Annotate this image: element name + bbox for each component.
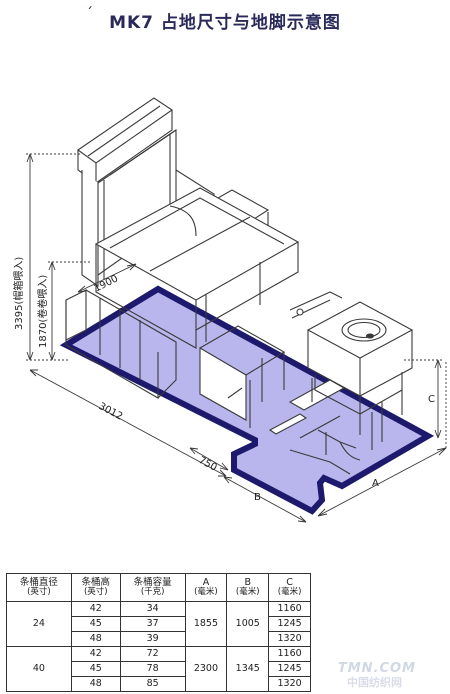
header-b: B(毫米): [226, 573, 270, 602]
dim-roll-height-label: 1870(卷卷喂入): [36, 275, 49, 348]
watermark-cn: 中国纺织网: [347, 676, 402, 689]
cell-height: 42: [70, 646, 121, 662]
cell-height: 48: [70, 676, 121, 692]
table-row: 24 42 34 1855 1005 1160: [6, 601, 311, 647]
cell-capacity: 34: [119, 601, 186, 617]
header-a: A(毫米): [184, 573, 228, 602]
machine-diagram: 3395(帽箱喂入) 1870(卷卷喂入) 1900 3012 750 B A …: [12, 97, 447, 523]
header-can-height: 条桶高(英寸): [70, 573, 121, 602]
cell-capacity: 39: [119, 631, 186, 647]
dim-length-label: 3012: [97, 401, 125, 423]
cell-c: 1160: [268, 646, 311, 662]
cell-a: 2300: [184, 646, 228, 692]
header-c: C(毫米): [268, 573, 311, 602]
cell-a: 1855: [184, 601, 228, 647]
dim-total-height-label: 3395(帽箱喂入): [12, 257, 25, 330]
cell-capacity: 85: [119, 676, 186, 692]
header-capacity: 条桶容量(千克): [119, 573, 186, 602]
spec-table: 条桶直径(英寸) 条桶高(英寸) 条桶容量(千克) A(毫米) B(毫米) C(…: [6, 573, 311, 692]
dimension-lines: [26, 153, 447, 523]
cell-capacity: 72: [119, 646, 186, 662]
cell-height: 42: [70, 601, 121, 617]
table-row: 48 39 1320: [7, 631, 311, 647]
cell-b: 1345: [226, 646, 270, 692]
cell-c: 1320: [268, 631, 311, 647]
dim-b-label: B: [254, 492, 261, 503]
cell-height: 48: [70, 631, 121, 647]
dim-offset-label: 750: [197, 455, 219, 474]
table-row: 48 85 1320: [7, 676, 311, 692]
dim-c-label: C: [428, 394, 435, 405]
footprint-area: [59, 285, 435, 515]
cell-diameter: 40: [6, 646, 72, 692]
cell-b: 1005: [226, 601, 270, 647]
cell-c: 1320: [268, 676, 311, 692]
page-title: MK7 占地尺寸与地脚示意图: [109, 13, 341, 33]
header-diameter: 条桶直径(英寸): [6, 573, 72, 602]
cell-c: 1245: [268, 661, 311, 677]
dim-a-label: A: [372, 478, 379, 489]
cell-height: 45: [70, 661, 121, 677]
table-header-row: 条桶直径(英寸) 条桶高(英寸) 条桶容量(千克) A(毫米) B(毫米) C(…: [6, 573, 311, 602]
table-row: 40 42 72 2300 1345 1160: [6, 646, 311, 692]
watermark: TMN.COM: [337, 661, 416, 676]
cell-capacity: 37: [119, 616, 186, 632]
cell-c: 1245: [268, 616, 311, 632]
cell-height: 45: [70, 616, 121, 632]
cell-capacity: 78: [119, 661, 186, 677]
machine-body: [65, 97, 414, 475]
cell-diameter: 24: [6, 601, 72, 647]
cell-c: 1160: [268, 601, 311, 617]
title-tick-mark: ˊ: [86, 6, 93, 22]
